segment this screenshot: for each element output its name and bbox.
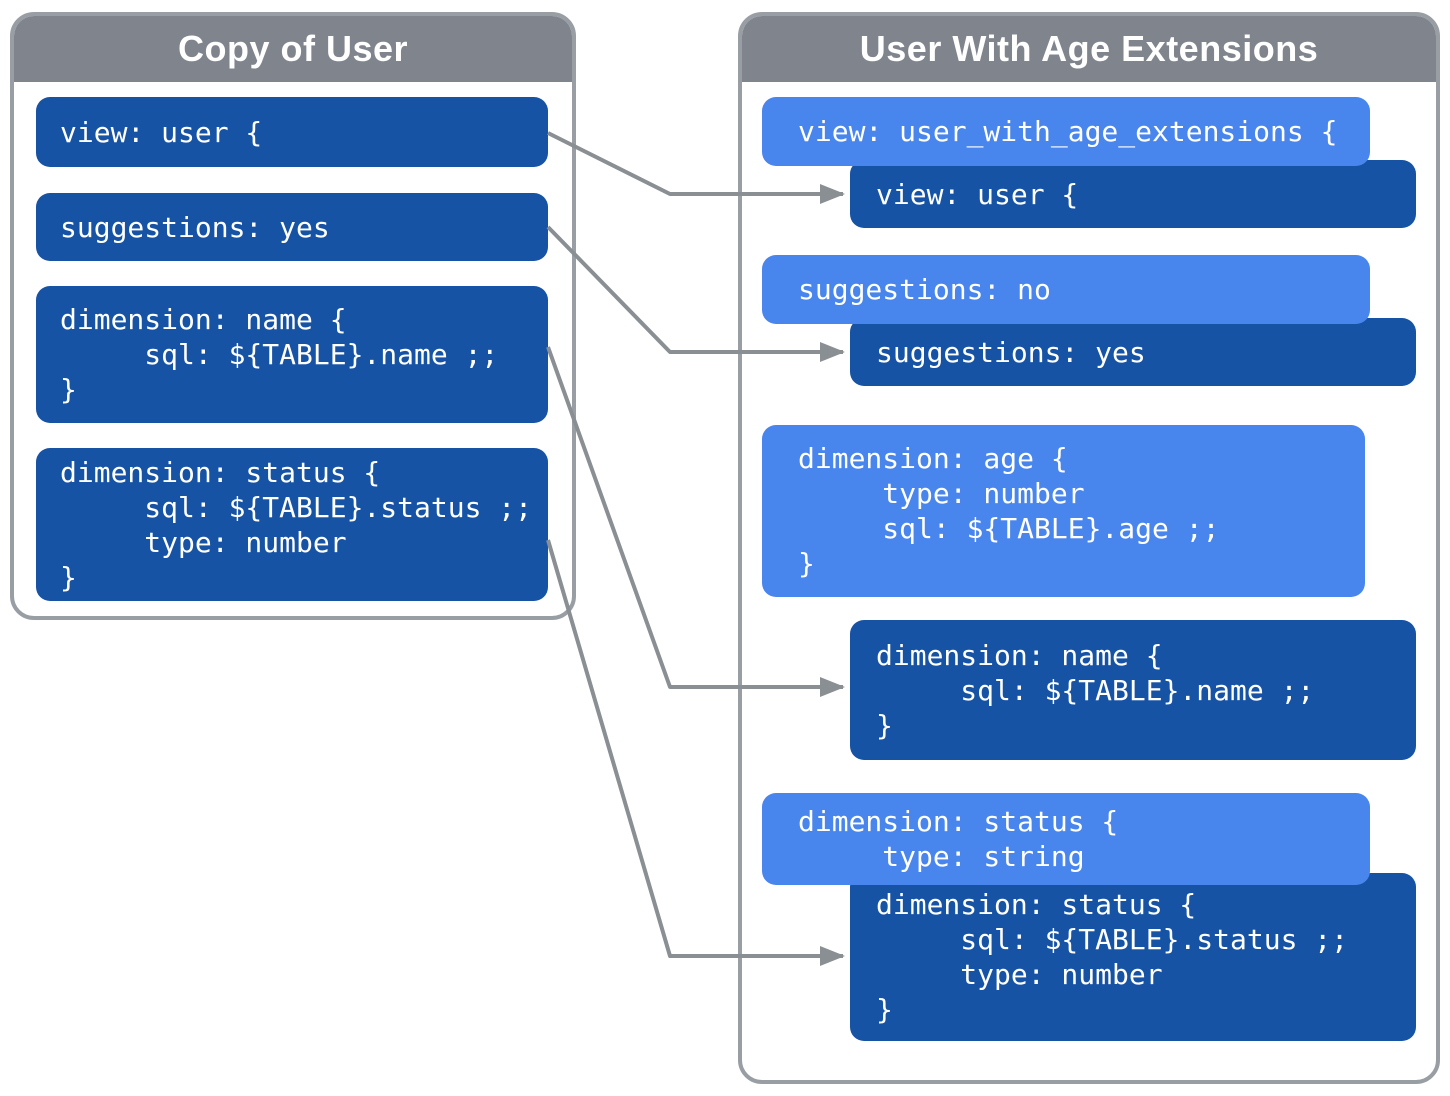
code-block-suggestions-yes: suggestions: yes [36,193,548,261]
code-line: dimension: age { [798,442,1068,475]
code-line: dimension: status { [60,455,381,489]
code-block-view-user-with-age-extensions: view: user_with_age_extensions { [762,97,1370,166]
code-line: type: number [60,525,347,559]
code-block-dimension-name: dimension: name { sql: ${TABLE}.name ;; … [36,286,548,423]
code-line: sql: ${TABLE}.status ;; [876,923,1349,956]
code-line: type: number [876,958,1163,991]
code-line: sql: ${TABLE}.name ;; [60,338,499,371]
code-line: view: user_with_age_extensions { [798,115,1338,148]
code-line: sql: ${TABLE}.name ;; [876,673,1315,707]
code-line: } [876,993,893,1026]
code-line: } [876,708,893,742]
code-block-dimension-status: dimension: status { sql: ${TABLE}.status… [36,448,548,601]
code-block-dimension-name-inherited: dimension: name { sql: ${TABLE}.name ;; … [850,620,1416,760]
code-block-dimension-status-inherited: dimension: status { sql: ${TABLE}.status… [850,873,1416,1041]
code-line: type: number [798,477,1085,510]
panel-title: User With Age Extensions [859,28,1319,69]
code-line: sql: ${TABLE}.age ;; [798,512,1220,545]
code-line: } [60,560,77,594]
code-block-view-user: view: user { [36,97,548,167]
panel-user-with-age-extensions-header: User With Age Extensions [742,16,1436,82]
code-line: suggestions: no [798,273,1051,306]
code-line: view: user { [876,177,1079,211]
code-line: view: user { [60,115,263,149]
code-line: type: string [798,840,1085,873]
code-line: dimension: status { [798,805,1119,838]
code-block-dimension-status-override: dimension: status { type: string [762,793,1370,885]
code-block-suggestions-yes-inherited: suggestions: yes [850,318,1416,386]
code-block-view-user-inherited: view: user { [850,160,1416,228]
panel-copy-of-user-header: Copy of User [14,16,572,82]
code-line: dimension: name { [60,303,347,336]
code-line: suggestions: yes [60,210,330,244]
code-line: } [798,547,815,580]
code-line: dimension: name { [876,638,1163,672]
code-block-suggestions-no-override: suggestions: no [762,255,1370,324]
code-line: sql: ${TABLE}.status ;; [60,490,533,524]
code-block-dimension-age: dimension: age { type: number sql: ${TAB… [762,425,1365,597]
code-line: dimension: status { [876,888,1197,921]
code-line: } [60,373,77,406]
panel-title: Copy of User [177,28,409,69]
code-line: suggestions: yes [876,335,1146,369]
